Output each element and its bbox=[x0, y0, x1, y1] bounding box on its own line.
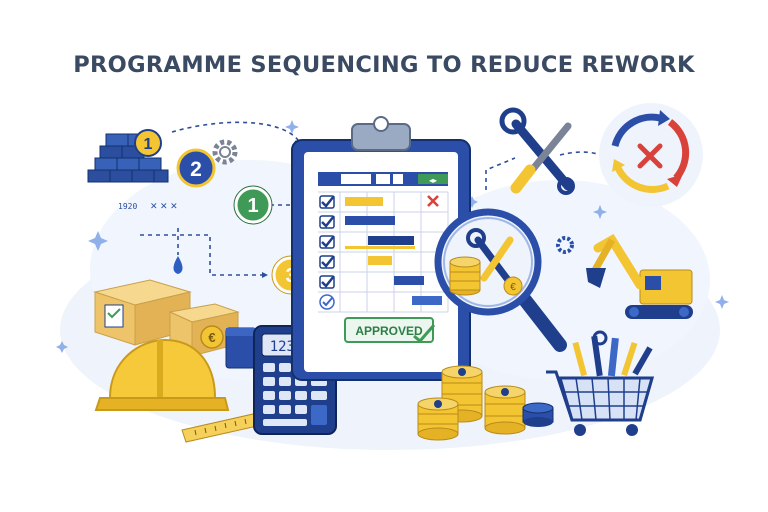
brick-note: 1920 bbox=[118, 202, 137, 211]
svg-text:APPROVED: APPROVED bbox=[355, 324, 423, 338]
svg-text:1: 1 bbox=[247, 195, 258, 217]
clipboard-icon: ◂▸ bbox=[291, 116, 471, 381]
step-badge-green: 1 bbox=[233, 185, 273, 225]
page-title: PROGRAMME SEQUENCING TO REDUCE REWORK bbox=[73, 52, 695, 78]
coin-stack-icon bbox=[417, 365, 554, 441]
shopping-cart-icon bbox=[546, 330, 654, 436]
svg-text:1: 1 bbox=[144, 136, 153, 153]
brick-note-marks: ✕ ✕ ✕ bbox=[150, 201, 178, 211]
wrench-screwdriver-icon bbox=[499, 107, 575, 195]
svg-text:◂▸: ◂▸ bbox=[429, 176, 437, 185]
step-badge-yellow: 1 bbox=[134, 129, 162, 157]
small-box-icon bbox=[225, 327, 257, 369]
magnifier-icon: € bbox=[434, 208, 567, 352]
water-drop-icon bbox=[173, 256, 183, 274]
gear-icon bbox=[556, 236, 574, 254]
approved-stamp: APPROVED bbox=[344, 317, 436, 344]
checkmark-icon bbox=[319, 195, 335, 310]
cardboard-boxes-icon: € bbox=[93, 279, 240, 357]
hard-hat-icon bbox=[94, 338, 230, 411]
step-badge-2: 2 bbox=[176, 148, 216, 188]
svg-text:€: € bbox=[510, 282, 516, 293]
x-mark-icon bbox=[427, 195, 439, 207]
gear-icon bbox=[212, 139, 238, 165]
svg-text:2: 2 bbox=[190, 158, 202, 181]
excavator-icon bbox=[586, 233, 693, 319]
cycle-arrows-icon bbox=[599, 103, 703, 207]
svg-text:€: € bbox=[208, 330, 215, 345]
